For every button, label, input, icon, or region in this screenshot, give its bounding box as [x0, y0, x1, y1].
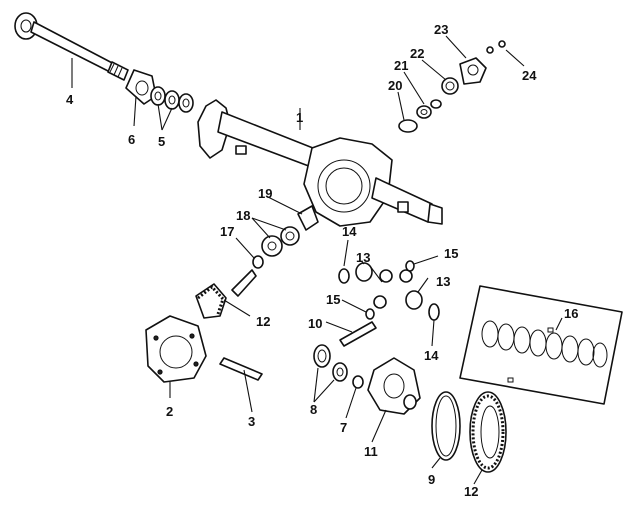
- callout-8: 8: [310, 402, 317, 417]
- callout-1: 1: [296, 110, 303, 125]
- callout-labels: 1 2 3 4 5 6 7 8 9 10 11 12 12 13 13 14 1…: [66, 22, 578, 499]
- differential-cover: [145, 315, 207, 383]
- callout-4: 4: [66, 92, 74, 107]
- callout-18: 18: [236, 208, 250, 223]
- callout-3: 3: [248, 414, 255, 429]
- leader-lines: [71, 35, 563, 485]
- ring-shim: [431, 391, 461, 461]
- callout-11: 11: [364, 444, 378, 459]
- axle-bearings: [150, 86, 194, 113]
- callout-15-lower: 15: [326, 292, 340, 307]
- callout-20: 20: [388, 78, 402, 93]
- pinion-washers: [365, 260, 415, 320]
- cover-bolt: [219, 357, 263, 381]
- carrier-shim: [352, 375, 364, 389]
- axle-housing: [197, 99, 443, 227]
- callout-13-right: 13: [436, 274, 450, 289]
- differential-case: [367, 357, 421, 415]
- callout-16: 16: [564, 306, 578, 321]
- output-bearing-group: [398, 40, 506, 133]
- pinion-yoke: [297, 205, 319, 231]
- pinion-gear: [195, 269, 257, 319]
- callout-23: 23: [434, 22, 448, 37]
- retainer-plate: [125, 69, 157, 105]
- axle-shaft: [14, 12, 129, 81]
- callout-6: 6: [128, 132, 135, 147]
- callout-13-left: 13: [356, 250, 370, 265]
- callout-12-pinion: 12: [256, 314, 270, 329]
- pinion-shim: [252, 255, 264, 269]
- callout-5: 5: [158, 134, 165, 149]
- thrust-washer-upper: [338, 268, 350, 284]
- callout-14-lower: 14: [424, 348, 439, 363]
- differential-gears: [355, 262, 423, 310]
- callout-15-upper: 15: [444, 246, 458, 261]
- callout-2: 2: [166, 404, 173, 419]
- callout-19: 19: [258, 186, 272, 201]
- carrier-bearings: [313, 344, 348, 382]
- callout-14-upper: 14: [342, 224, 357, 239]
- callout-17: 17: [220, 224, 234, 239]
- clutch-pack-kit: [459, 285, 623, 405]
- callout-24: 24: [522, 68, 537, 83]
- callout-22: 22: [410, 46, 424, 61]
- callout-10: 10: [308, 316, 322, 331]
- callout-7: 7: [340, 420, 347, 435]
- callout-21: 21: [394, 58, 408, 73]
- callout-9: 9: [428, 472, 435, 487]
- pinion-bearings: [261, 226, 300, 257]
- callout-12-ring: 12: [464, 484, 478, 499]
- thrust-washer-lower: [428, 303, 440, 321]
- cross-shaft: [339, 321, 377, 347]
- ring-gear: [469, 391, 507, 473]
